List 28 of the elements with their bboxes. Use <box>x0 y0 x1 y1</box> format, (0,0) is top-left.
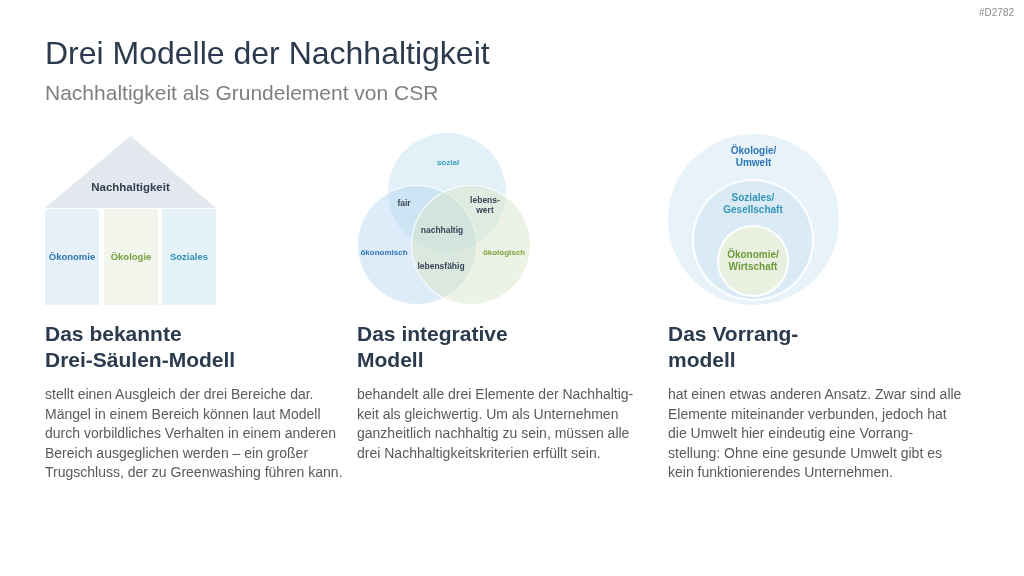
overlap-label: lebens- wert <box>469 195 501 215</box>
description-text: stellt einen Ausgleich der drei Bereiche dar. Mängel in einem Bereich können laut Modell durch vorbildliches Verhalten in einem anderen Bereich ausgeglichen werden – ein großer Trugschluss, der zu Greenwashing führen kann. <box>45 385 344 482</box>
circle-label: ökologisch <box>481 248 527 258</box>
overlap-label: nachhaltig <box>419 225 465 235</box>
section-heading: Das bekannte Drei-Säulen-Modell <box>45 321 237 373</box>
description-text: hat einen etwas anderen Ansatz. Zwar sind alle Elemente miteinander verbunden, jedoch hat die Umwelt hier eindeutig eine Vorrang- stellung: Ohne eine gesunde Umwelt gibt es kein funktionierendes Unternehmen. <box>668 385 963 482</box>
description-text: behandelt alle drei Elemente der Nachhaltig- keit als gleichwertig. Um als Unternehmen ganzheitlich nachhaltig zu sein, müssen alle drei Nachhaltigkeitskriterien erfüllt sein. <box>357 385 635 463</box>
pillar <box>45 209 99 305</box>
subtitle: Nachhaltigkeit als Grundelement von CSR <box>45 80 439 106</box>
circle-label: Ökonomie/ Wirtschaft <box>726 249 780 273</box>
title: Drei Modelle der Nachhaltigkeit <box>45 34 490 72</box>
overlap-label: fair <box>396 198 412 208</box>
document-code: #D2782 <box>979 7 1015 19</box>
circle-label: ökonomisch <box>359 248 409 258</box>
circle-label: sozial <box>435 158 461 168</box>
section-heading: Das integrative Modell <box>357 321 509 373</box>
pillar <box>162 209 216 305</box>
pillar-label: Ökologie <box>109 251 153 263</box>
pillar-label: Ökonomie <box>47 251 97 263</box>
roof-label: Nachhaltigkeit <box>90 181 171 195</box>
section-heading: Das Vorrang- modell <box>668 321 800 373</box>
pillar-label: Soziales <box>169 251 209 263</box>
circle-label: Soziales/ Gesellschaft <box>722 192 784 216</box>
overlap-label: lebensfähig <box>416 261 466 271</box>
roof-triangle <box>45 136 216 208</box>
pillar <box>104 209 158 305</box>
circle-label: Ökologie/ Umwelt <box>729 145 778 169</box>
nested-circle <box>717 225 789 297</box>
